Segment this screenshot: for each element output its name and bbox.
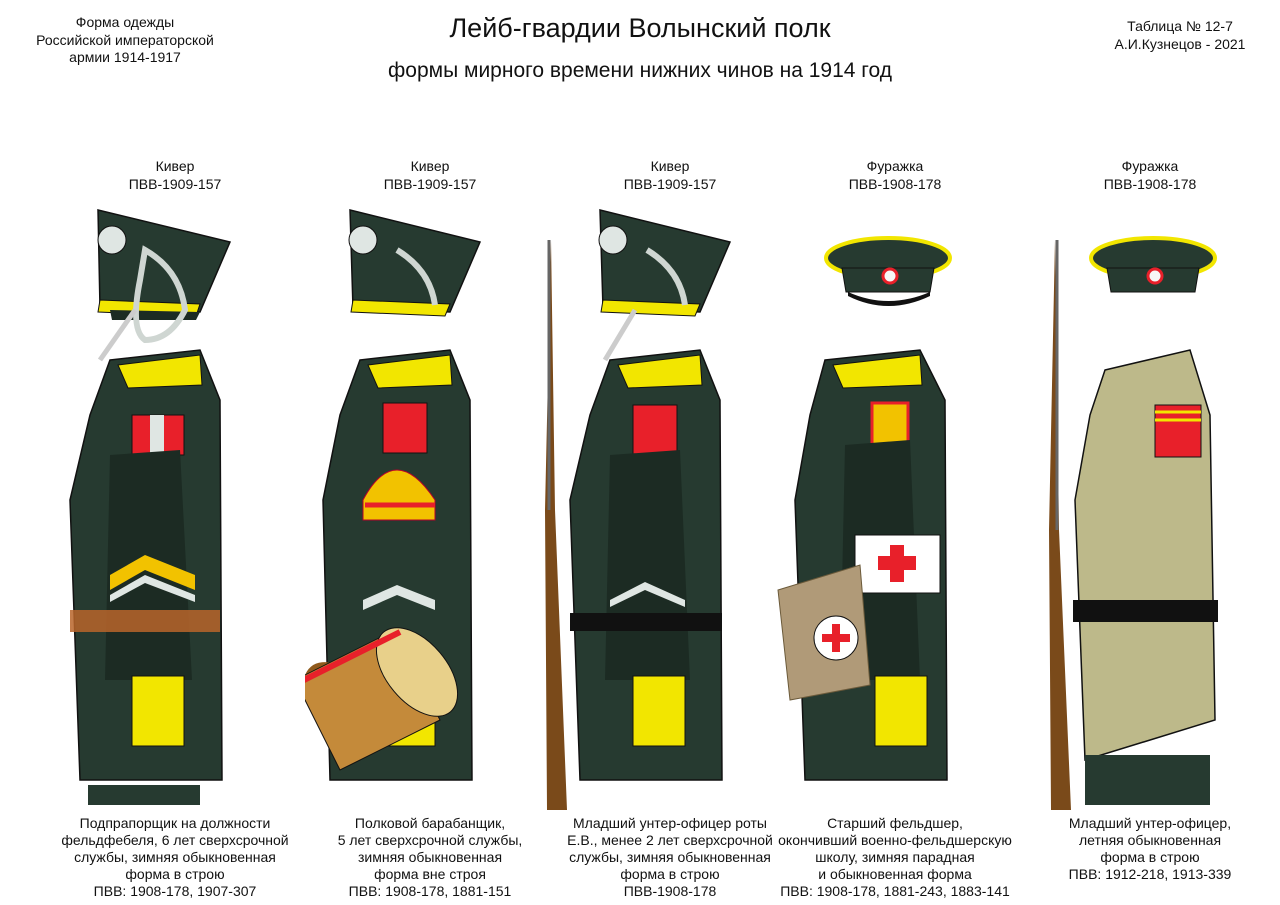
caption-line: службы, зимняя обыкновенная — [569, 849, 771, 866]
uniform-illustration-2 — [305, 209, 482, 781]
figure-column-4: Фуражка ПВВ-1908-178 Старший фельдшер, о… — [770, 0, 1020, 905]
caption-line: форма в строю — [620, 866, 720, 883]
hat-name: Фуражка — [866, 158, 924, 174]
hat-name: Кивер — [410, 158, 450, 174]
shako-illustration — [348, 209, 482, 317]
hat-reference: ПВВ-1909-157 — [128, 175, 222, 192]
caption-line: зимняя обыкновенная — [357, 849, 503, 866]
caption-line: Старший фельдшер, — [827, 815, 963, 831]
header-left-line: Форма одежды — [75, 14, 175, 30]
shako-illustration — [598, 209, 732, 362]
hat-name: Кивер — [155, 158, 195, 174]
caption-line: летняя обыкновенная — [1078, 832, 1222, 849]
khaki-tunic-illustration — [1073, 349, 1218, 805]
hat-name: Кивер — [650, 158, 690, 174]
tunic-illustration — [569, 349, 723, 781]
rifle-illustration — [1049, 240, 1071, 810]
peaked-cap-illustration — [824, 236, 952, 306]
caption-line: форма вне строя — [374, 866, 486, 883]
caption-line: и обыкновенная форма — [818, 866, 972, 883]
caption-line: Младший унтер-офицер, — [1068, 815, 1232, 831]
uniform-illustration-5 — [1049, 236, 1218, 810]
shako-illustration — [97, 209, 232, 362]
figure-column-3: Кивер ПВВ-1909-157 Младший унтер-офицер … — [545, 0, 795, 905]
figure-caption: Полковой барабанщик, 5 лет сверхсрочной … — [305, 815, 555, 900]
header-left-line: армии 1914-1917 — [69, 49, 181, 65]
caption-line: Подпрапорщик на должности — [79, 815, 271, 831]
page-subtitle: формы мирного времени нижних чинов на 19… — [388, 59, 892, 82]
figure-column-5: Фуражка ПВВ-1908-178 Младший унтер-офице… — [1025, 0, 1275, 905]
hat-label: Кивер ПВВ-1909-157 — [305, 158, 555, 193]
hat-label: Фуражка ПВВ-1908-178 — [1025, 158, 1275, 193]
caption-line: ПВВ-1908-178 — [623, 883, 717, 900]
page-title: Лейб-гвардии Волынский полк — [449, 13, 831, 43]
caption-line: ПВВ: 1912-218, 1913-339 — [1068, 866, 1232, 883]
caption-line: 5 лет сверхсрочной службы, — [337, 832, 523, 849]
rifle-illustration — [545, 240, 567, 810]
caption-line: Младший унтер-офицер роты — [573, 815, 767, 831]
hat-name: Фуражка — [1121, 158, 1179, 174]
figure-caption: Младший унтер-офицер, летняя обыкновенна… — [1025, 815, 1275, 883]
caption-line: окончивший военно-фельдшерскую — [778, 832, 1012, 849]
figure-caption: Подпрапорщик на должности фельдфебеля, 6… — [50, 815, 300, 900]
uniform-illustration-3 — [545, 209, 732, 810]
peaked-cap-illustration — [1089, 236, 1217, 293]
table-number: Таблица № 12-7 — [1127, 18, 1233, 34]
caption-line: службы, зимняя обыкновенная — [74, 849, 276, 866]
header-table-info: Таблица № 12-7 А.И.Кузнецов - 2021 — [1090, 18, 1270, 53]
header-left-line: Российской императорской — [36, 31, 214, 48]
figure-caption: Младший унтер-офицер роты Е.В., менее 2 … — [545, 815, 795, 900]
drum-illustration — [305, 627, 459, 771]
caption-line: форма в строю — [125, 866, 225, 883]
caption-line: ПВВ: 1908-178, 1881-151 — [348, 883, 512, 900]
figure-caption: Старший фельдшер, окончивший военно-фель… — [770, 815, 1020, 900]
hat-reference: ПВВ-1908-178 — [1103, 175, 1197, 192]
tunic-illustration — [69, 349, 223, 805]
uniform-illustration-1 — [69, 209, 232, 805]
caption-line: Е.В., менее 2 лет сверхсрочной — [567, 832, 773, 849]
caption-line: фельдфебеля, 6 лет сверхсрочной — [61, 832, 289, 849]
hat-reference: ПВВ-1909-157 — [383, 175, 477, 192]
tunic-illustration — [777, 349, 948, 781]
caption-line: школу, зимняя парадная — [815, 849, 975, 866]
caption-line: форма в строю — [1100, 849, 1200, 866]
hat-reference: ПВВ-1908-178 — [848, 175, 942, 192]
figure-column-1: Кивер ПВВ-1909-157 Подпрапорщик на дол — [50, 0, 300, 905]
author-year: А.И.Кузнецов - 2021 — [1114, 35, 1246, 52]
hat-label: Кивер ПВВ-1909-157 — [545, 158, 795, 193]
hat-reference: ПВВ-1909-157 — [623, 175, 717, 192]
uniform-illustration-4 — [777, 236, 952, 781]
header-series-title: Форма одежды Российской императорской ар… — [20, 14, 230, 67]
hat-label: Фуражка ПВВ-1908-178 — [770, 158, 1020, 193]
figure-column-2: Кивер ПВВ-1909-157 Полковой барабанщик, … — [305, 0, 555, 905]
caption-line: Полковой барабанщик, — [354, 815, 506, 831]
caption-line: ПВВ: 1908-178, 1881-243, 1883-141 — [780, 883, 1010, 900]
caption-line: ПВВ: 1908-178, 1907-307 — [93, 883, 257, 900]
hat-label: Кивер ПВВ-1909-157 — [50, 158, 300, 193]
